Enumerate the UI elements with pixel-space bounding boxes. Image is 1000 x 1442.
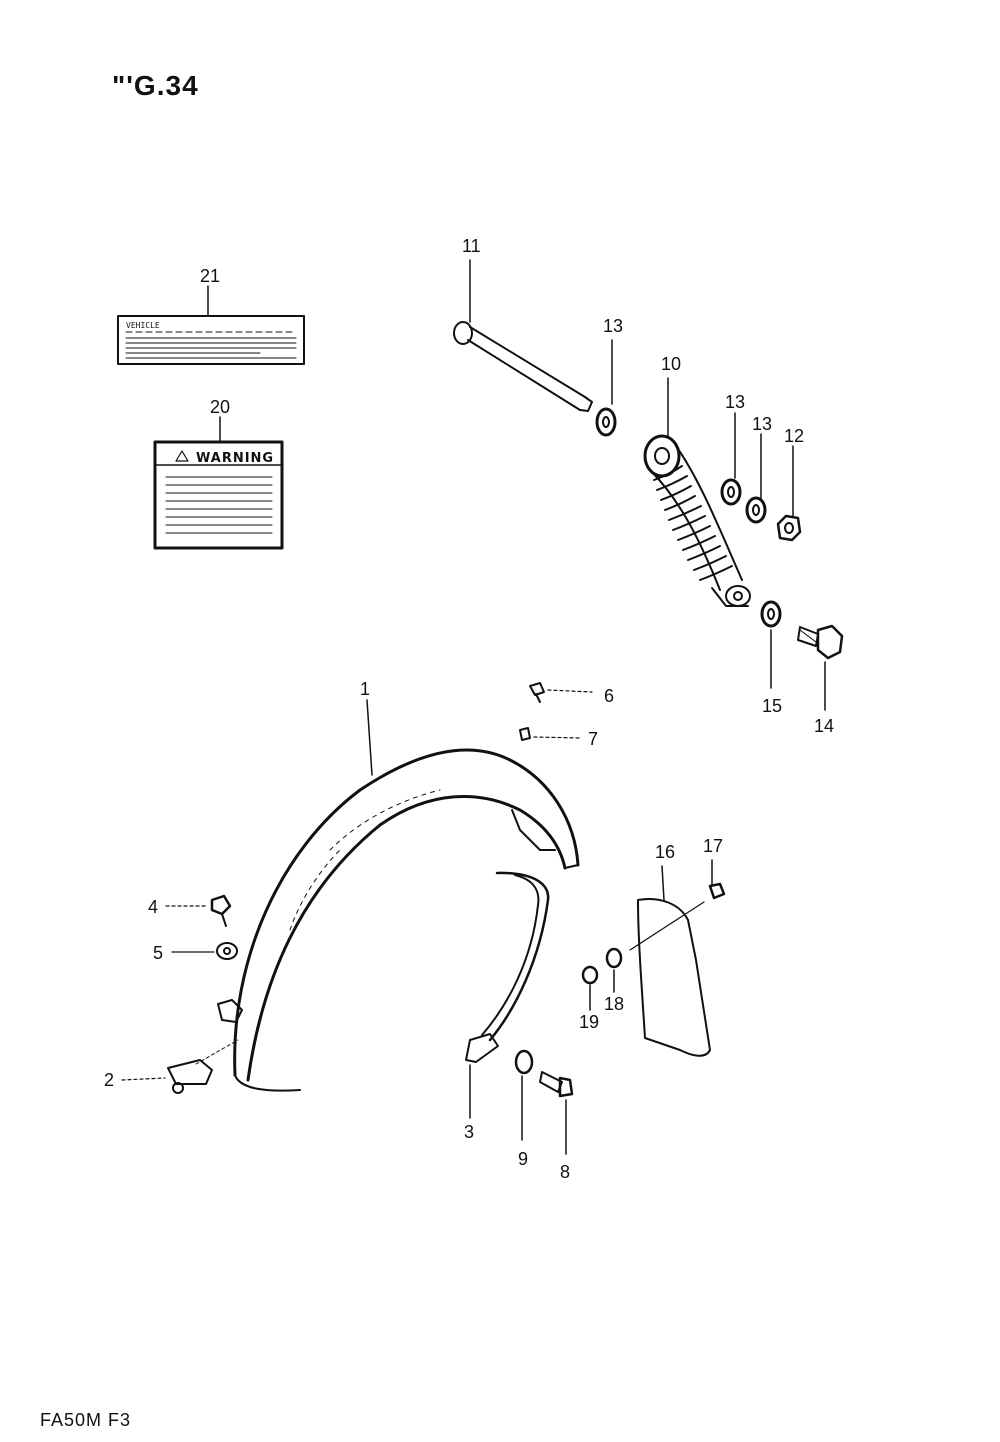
washer — [595, 339, 617, 437]
callout-12: 12 — [784, 426, 804, 446]
lower-bolt — [797, 624, 844, 711]
stay-washer — [514, 1049, 534, 1141]
clip-screw — [529, 682, 593, 703]
figure-title: "'G.34 — [112, 70, 199, 101]
fender-bracket — [121, 999, 243, 1094]
nut — [776, 445, 802, 542]
callout-8: 8 — [560, 1162, 570, 1182]
callout-10: 10 — [661, 354, 681, 374]
callout-19: 19 — [579, 1012, 599, 1032]
washer-upper-right — [745, 433, 767, 524]
callout-1: 1 — [360, 679, 370, 699]
callout-9: 9 — [518, 1149, 528, 1169]
callout-5: 5 — [153, 943, 163, 963]
callout-20: 20 — [210, 397, 230, 417]
washer-upper-left — [720, 412, 742, 506]
lower-washer — [760, 600, 782, 689]
callout-18: 18 — [604, 994, 624, 1014]
shock-absorber — [643, 377, 751, 607]
callout-3: 3 — [464, 1122, 474, 1142]
mount-washer — [171, 942, 238, 960]
long-bolt — [453, 259, 593, 412]
warning-decal — [153, 416, 284, 550]
info-decal — [117, 285, 305, 365]
callout-13-right: 13 — [752, 414, 772, 434]
grommet — [519, 727, 581, 741]
callout-2: 2 — [104, 1070, 114, 1090]
callout-16: 16 — [655, 842, 675, 862]
callout-13-left: 13 — [725, 392, 745, 412]
flap-nut — [581, 965, 599, 1011]
callout-14: 14 — [814, 716, 834, 736]
mount-bolt — [165, 894, 232, 927]
flap-washer — [605, 947, 623, 993]
callout-11: 11 — [462, 236, 481, 256]
callout-4: 4 — [148, 897, 158, 917]
callout-6: 6 — [604, 686, 614, 706]
callout-17: 17 — [703, 836, 723, 856]
callout-15: 15 — [762, 696, 782, 716]
info-decal-heading: VEHICLE — [126, 321, 160, 330]
callout-21: 21 — [200, 266, 220, 286]
fender-stay — [465, 871, 550, 1119]
stay-bolt — [539, 1071, 574, 1155]
callout-13-washer: 13 — [603, 316, 623, 336]
flap-screw — [629, 859, 726, 951]
warning-decal-heading: WARNING — [196, 451, 274, 466]
footer-model-code: FA50M F3 — [40, 1410, 132, 1430]
rear-fender — [233, 699, 580, 1092]
callout-7: 7 — [588, 729, 598, 749]
mud-flap — [637, 865, 711, 1057]
